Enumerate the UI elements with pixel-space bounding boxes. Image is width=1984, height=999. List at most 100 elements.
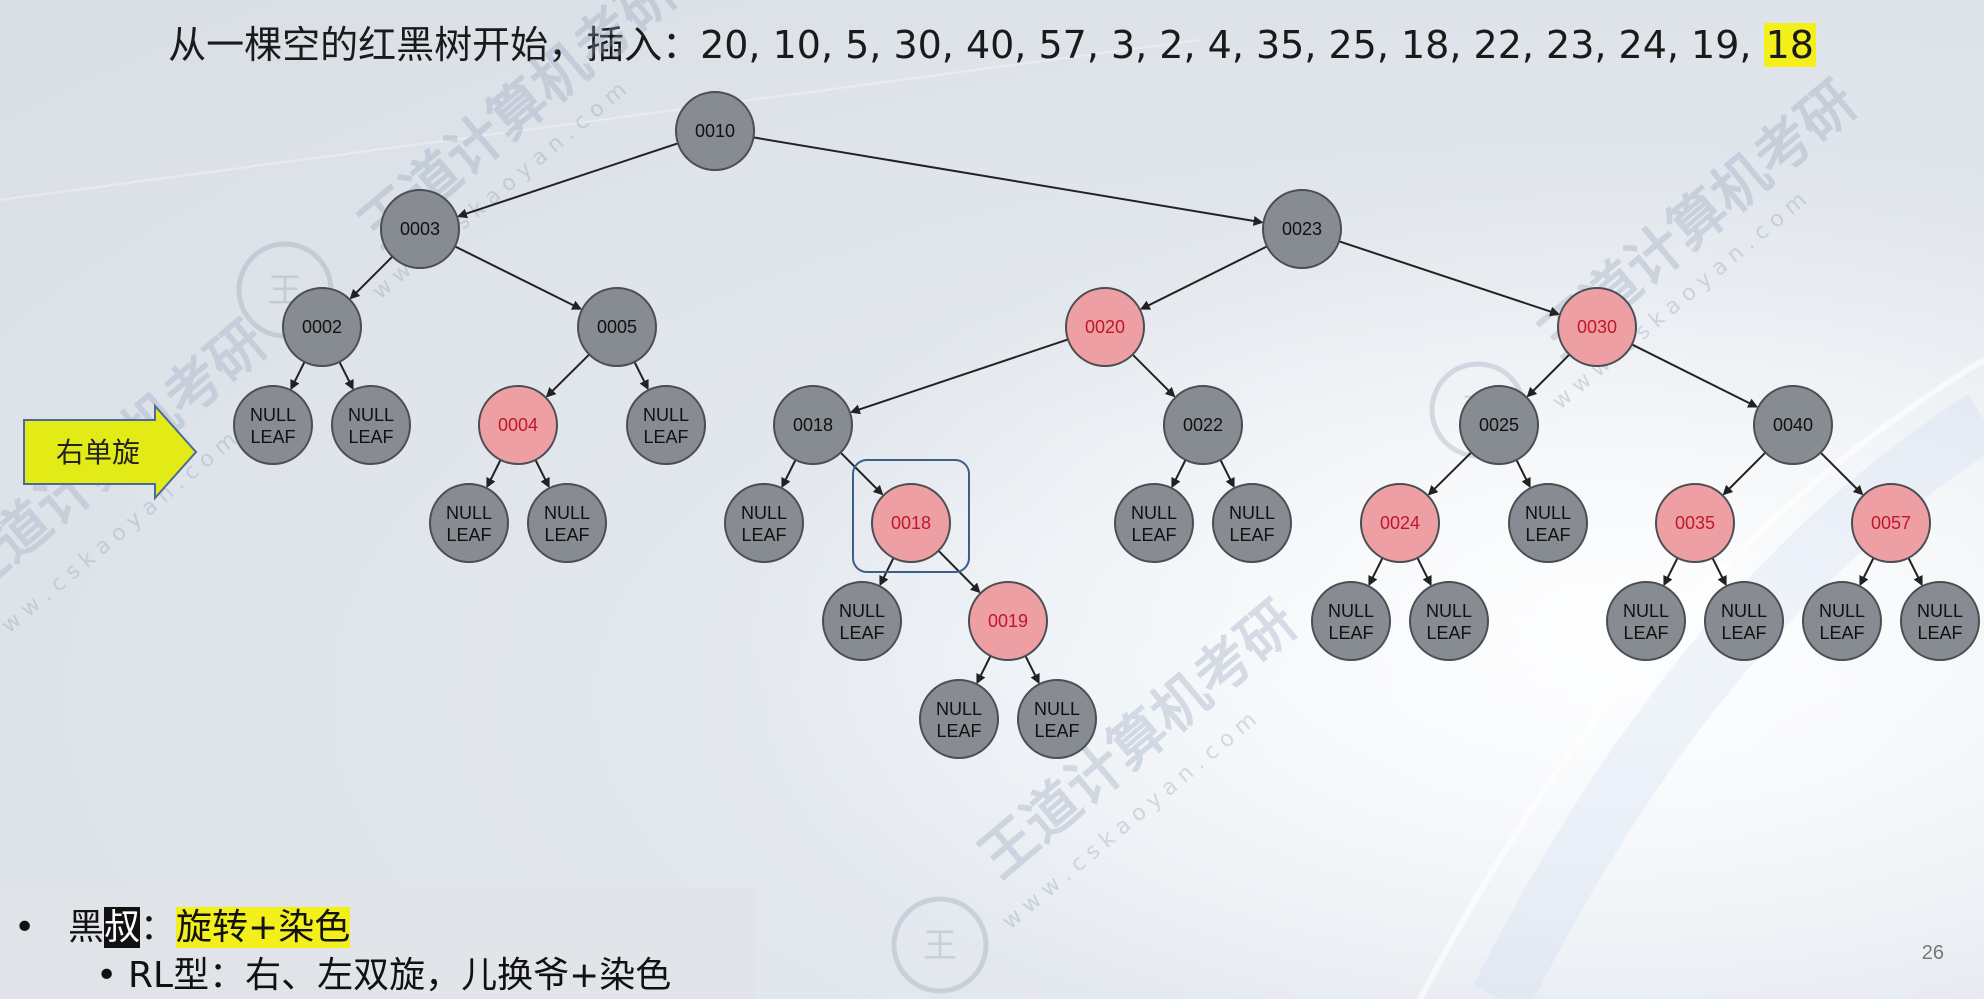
tree-edge (338, 361, 354, 391)
null-leaf-label: LEAF (1034, 721, 1079, 741)
null-leaf-label: LEAF (1131, 525, 1176, 545)
null-leaf-label: LEAF (741, 525, 786, 545)
tree-edge (534, 459, 550, 489)
tree-node-0057: 0057 (1851, 483, 1931, 563)
tree-node-0024: 0024 (1360, 483, 1440, 563)
null-leaf-circle (1802, 581, 1882, 661)
null-leaf-label: LEAF (1721, 623, 1766, 643)
tree-edge (1515, 459, 1531, 489)
node-key: 0019 (988, 611, 1028, 631)
tree-node-0030: 0030 (1557, 287, 1637, 367)
tree-edge (1024, 655, 1040, 685)
null-leaf-label: LEAF (1229, 525, 1274, 545)
tree-edges (290, 136, 1923, 685)
null-leaf-label: LEAF (1623, 623, 1668, 643)
tree-edge (545, 353, 590, 398)
null-leaf-circle (1900, 581, 1980, 661)
tree-edge (349, 255, 394, 300)
red-node-circle (1655, 483, 1735, 563)
tree-edge (1131, 353, 1176, 398)
tree-edge (781, 459, 797, 489)
tree-edge (633, 361, 649, 391)
tree-edge (486, 459, 502, 489)
null-leaf-label: LEAF (250, 427, 295, 447)
null-leaf-circle (1508, 483, 1588, 563)
null-leaf-label: NULL (1525, 503, 1571, 523)
red-node-circle (1065, 287, 1145, 367)
black-node-circle (380, 189, 460, 269)
black-node-circle (1262, 189, 1342, 269)
null-leaf-label: LEAF (936, 721, 981, 741)
null-leaf-circle (1311, 581, 1391, 661)
bullet-uncle-char: 叔 (104, 907, 141, 948)
node-key: 0018 (793, 415, 833, 435)
tree-edge (753, 136, 1264, 226)
tree-node-0018: 0018 (871, 483, 951, 563)
red-node-circle (1360, 483, 1440, 563)
title-sequence: 从一棵空的红黑树开始，插入：20, 10, 5, 30, 40, 57, 3, … (168, 23, 1764, 67)
null-leaf-circle (429, 483, 509, 563)
bullet-rotate-recolor: 旋转+染色 (176, 907, 351, 948)
tree-edge (1859, 557, 1875, 587)
red-node-circle (871, 483, 951, 563)
null-leaf-label: NULL (1819, 601, 1865, 621)
node-key: 0023 (1282, 219, 1322, 239)
tree-edge (1663, 557, 1679, 587)
null-leaf-label: NULL (936, 699, 982, 719)
tree-edge (1631, 343, 1759, 408)
null-leaf-label: NULL (544, 503, 590, 523)
node-key: 0057 (1871, 513, 1911, 533)
red-node-circle (1557, 287, 1637, 367)
null-leaf-circle (233, 385, 313, 465)
node-key: 0002 (302, 317, 342, 337)
tree-node-0005: 0005 (577, 287, 657, 367)
black-node-circle (675, 91, 755, 171)
null-leaf-label: LEAF (1917, 623, 1962, 643)
black-node-circle (1753, 385, 1833, 465)
tree-node-0020: 0020 (1065, 287, 1145, 367)
null-leaf-circle (1114, 483, 1194, 563)
null-leaf-label: NULL (1426, 601, 1472, 621)
tree-edge (454, 245, 583, 310)
node-key: 0035 (1675, 513, 1715, 533)
null-leaf-circle (1704, 581, 1784, 661)
title-highlight-value: 18 (1763, 23, 1816, 67)
tree-node-0004: 0004 (478, 385, 558, 465)
arrow-label: 右单旋 (56, 436, 140, 469)
null-leaf-label: NULL (1623, 601, 1669, 621)
black-node-circle (1459, 385, 1539, 465)
bullet-black-uncle: •黑叔：旋转+染色 (14, 907, 351, 948)
null-leaf-label: NULL (839, 601, 885, 621)
null-leaf-label: LEAF (1426, 623, 1471, 643)
bullet-prefix: 黑 (68, 907, 105, 948)
node-key: 0010 (695, 121, 735, 141)
null-leaf-label: LEAF (446, 525, 491, 545)
tree-edge (1819, 451, 1864, 496)
tree-node-0025: 0025 (1459, 385, 1539, 465)
black-node-circle (282, 287, 362, 367)
tree-edge (1368, 557, 1384, 587)
null-leaf-circle (724, 483, 804, 563)
null-leaf-label: NULL (1131, 503, 1177, 523)
null-leaf-label: NULL (741, 503, 787, 523)
tree-edge (290, 361, 306, 391)
null-leaf-circle (822, 581, 902, 661)
tree-node-0040: 0040 (1753, 385, 1833, 465)
tree-edge (1416, 557, 1432, 587)
tree-edge (1219, 459, 1235, 489)
red-node-circle (968, 581, 1048, 661)
tree-edge (1171, 459, 1187, 489)
